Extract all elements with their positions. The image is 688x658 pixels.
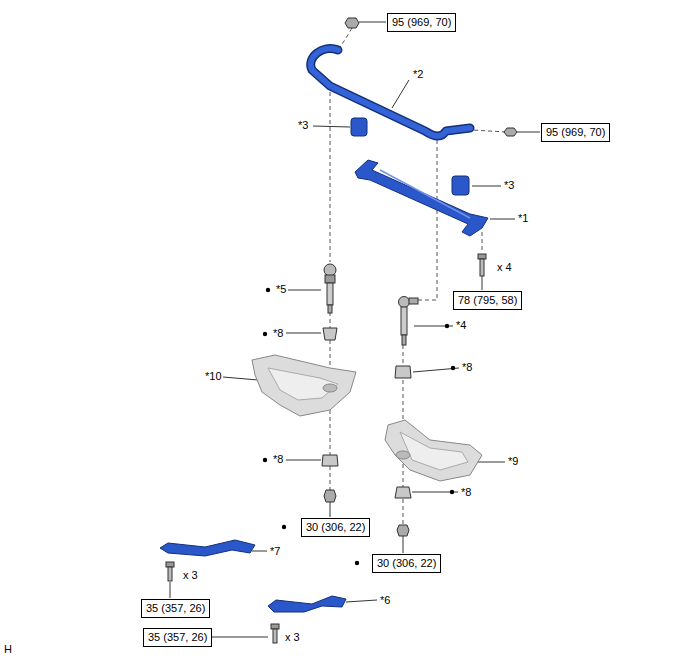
- brace: [160, 540, 255, 581]
- callout-label: H: [4, 643, 12, 656]
- callout-label: *3: [298, 119, 308, 132]
- callout-label: *3: [504, 179, 514, 192]
- callout-label: x 3: [183, 569, 198, 582]
- callout-label: *8: [462, 361, 472, 374]
- torque-spec-box: 78 (795, 58): [453, 291, 522, 310]
- bolt: [478, 254, 486, 276]
- callout-label: *7: [270, 545, 280, 558]
- torque-value: 35 (357, 26): [148, 631, 207, 644]
- torque-value: 78 (795, 58): [458, 294, 517, 307]
- suspension-arm: [252, 355, 356, 416]
- callout-label: *8: [461, 486, 471, 499]
- torque-spec-box: 30 (306, 22): [372, 554, 441, 573]
- link-bushing: [322, 328, 411, 498]
- callout-label: *10: [205, 370, 222, 383]
- stabilizer-bar: [311, 49, 470, 136]
- stabilizer-link: [399, 297, 419, 346]
- stabilizer-link: [324, 264, 336, 313]
- callout-label: x 4: [497, 261, 512, 274]
- torque-spec-box: 95 (969, 70): [541, 123, 610, 142]
- torque-spec-box: 35 (357, 26): [143, 628, 212, 647]
- torque-spec-box: 35 (357, 26): [141, 599, 210, 618]
- callout-label: *6: [380, 594, 390, 607]
- torque-spec-box: 30 (306, 22): [301, 518, 370, 537]
- nut: [324, 18, 517, 536]
- stabilizer-bushing: [351, 118, 469, 195]
- torque-value: 35 (357, 26): [146, 602, 205, 615]
- torque-value: 95 (969, 70): [546, 126, 605, 139]
- callout-label: *9: [508, 455, 518, 468]
- callout-label: *5: [276, 283, 286, 296]
- torque-value: 30 (306, 22): [306, 521, 365, 534]
- callout-label: *4: [456, 319, 466, 332]
- torque-value: 95 (969, 70): [392, 16, 451, 29]
- callout-label: *8: [273, 453, 283, 466]
- suspension-arm: [385, 420, 482, 481]
- new-part-bullet: [263, 288, 455, 565]
- stabilizer-bracket: [355, 160, 488, 236]
- callout-label: *2: [413, 68, 423, 81]
- callout-label: *1: [518, 212, 528, 225]
- callout-label: *8: [273, 327, 283, 340]
- callout-label: x 3: [285, 631, 300, 644]
- torque-spec-box: 95 (969, 70): [387, 13, 456, 32]
- torque-value: 30 (306, 22): [377, 557, 436, 570]
- brace: [268, 596, 346, 643]
